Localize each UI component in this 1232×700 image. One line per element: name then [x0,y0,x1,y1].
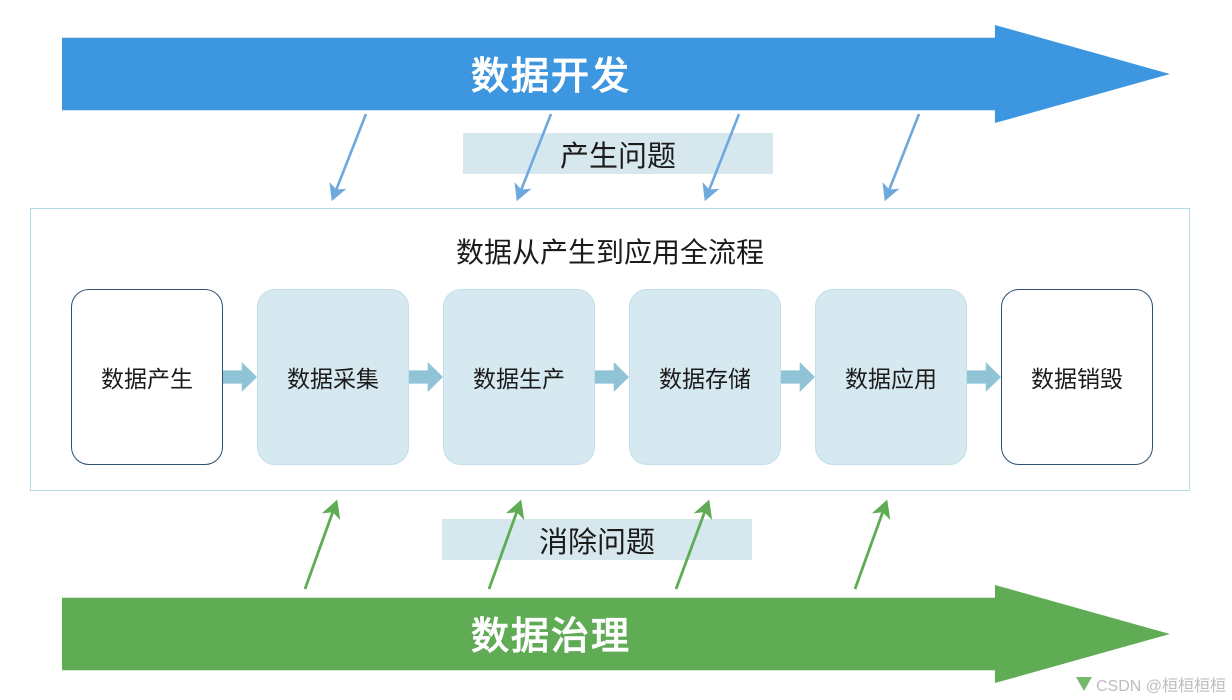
stage-connector-4 [781,362,815,392]
stage-label: 数据应用 [845,366,937,392]
top-banner-data-development: 数据开发 [62,25,1170,123]
down-arrow-4 [882,113,921,202]
up-arrow-1 [303,499,341,590]
up-arrow-4 [853,499,891,590]
watermark-text: CSDN @桓桓桓桓 [1095,678,1226,695]
down-arrow-1 [329,113,368,202]
process-title: 数据从产生到应用全流程 [455,237,764,268]
right-arrow-icon [409,362,443,392]
stage-box-data-application[interactable]: 数据应用 [815,289,967,465]
right-arrow-icon [223,362,257,392]
stage-label: 数据存储 [659,366,751,392]
stage-label: 数据采集 [287,366,379,392]
band-generate-problems: 产生问题 [463,133,773,174]
watermark: CSDN @桓桓桓桓 [1075,672,1226,696]
band-top-label: 产生问题 [559,140,676,173]
stage-connector-5 [967,362,1001,392]
right-arrow-icon [967,362,1001,392]
stage-box-data-storage[interactable]: 数据存储 [629,289,781,465]
process-stage-row: 数据产生 数据采集 数据生产 数据存储 [71,289,1153,465]
right-arrow-icon [781,362,815,392]
stage-label: 数据生产 [473,366,565,392]
stage-connector-3 [595,362,629,392]
stage-box-data-production[interactable]: 数据生产 [443,289,595,465]
right-arrow-icon [595,362,629,392]
top-banner-label: 数据开发 [470,55,631,98]
stage-label: 数据产生 [101,366,193,392]
stage-connector-1 [223,362,257,392]
stage-label: 数据销毁 [1031,366,1123,392]
stage-connector-2 [409,362,443,392]
csdn-logo-icon [1075,677,1092,691]
band-eliminate-problems: 消除问题 [442,519,752,560]
bottom-banner-data-governance: 数据治理 [62,585,1170,683]
stage-box-data-collection[interactable]: 数据采集 [257,289,409,465]
bottom-banner-label: 数据治理 [470,615,631,658]
band-bottom-label: 消除问题 [538,526,655,559]
stage-box-data-destruction[interactable]: 数据销毁 [1001,289,1153,465]
process-container: 数据从产生到应用全流程 数据产生 数据采集 数据生产 数据存储 [30,208,1190,491]
stage-box-data-generation[interactable]: 数据产生 [71,289,223,465]
